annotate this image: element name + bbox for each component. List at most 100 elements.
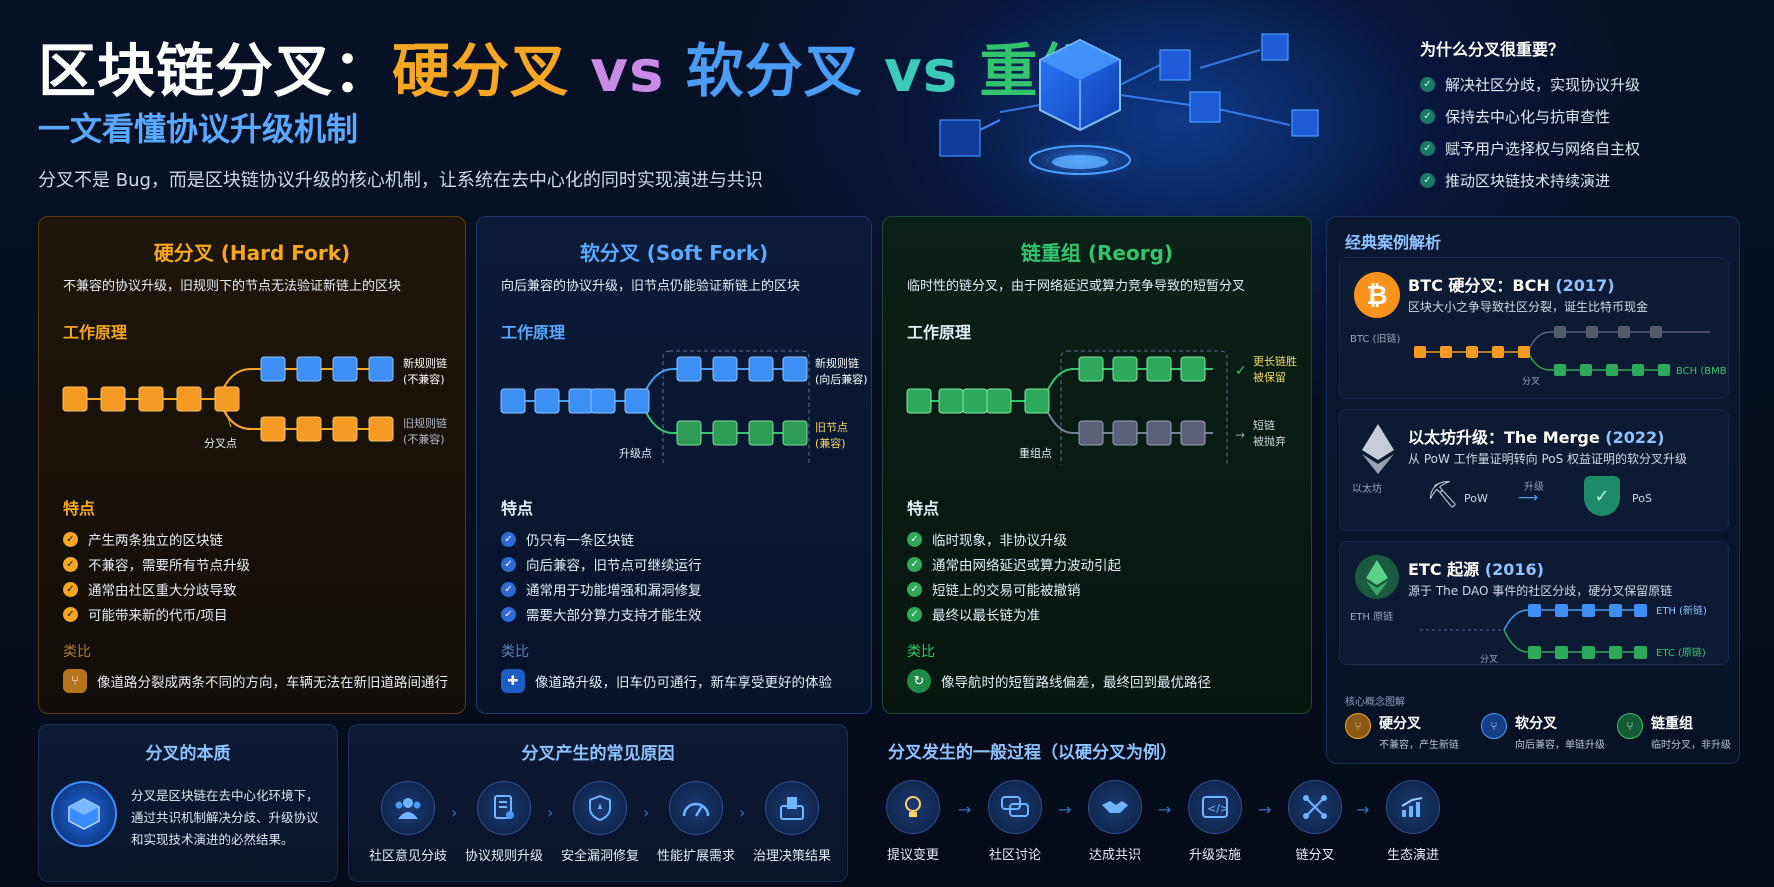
hard-fork-diagram: 分叉点 新规则链 (不兼容) 旧规则链 (不兼容) bbox=[62, 356, 447, 450]
cause-label: 性能扩展需求 bbox=[656, 849, 735, 864]
process-step: 提议变更 bbox=[868, 780, 958, 863]
soft-old-node-note: (兼容) bbox=[815, 436, 846, 450]
arrow-right-icon: › bbox=[739, 803, 746, 822]
arrow-right-icon: → bbox=[958, 800, 972, 819]
hard-feature-item: ✓通常由社区重大分歧导致 bbox=[63, 579, 237, 599]
bitcoin-icon: ₿ bbox=[1354, 272, 1400, 318]
fork-icon: ⑂ bbox=[1617, 713, 1643, 739]
hard-fork-card: 硬分叉 (Hard Fork) 不兼容的协议升级，旧规则下的节点无法验证新链上的… bbox=[38, 216, 466, 714]
eth-label: 以太坊 bbox=[1352, 484, 1382, 495]
process-step: 达成共识 bbox=[1070, 780, 1160, 863]
check-icon: ✓ bbox=[501, 556, 516, 572]
process-label: 升级实施 bbox=[1188, 848, 1241, 863]
hard-feature-item: ✓不兼容，需要所有节点升级 bbox=[63, 554, 250, 574]
chat-icon bbox=[988, 780, 1042, 834]
feature-text: 仍只有一条区块链 bbox=[526, 533, 634, 549]
check-icon: ✓ bbox=[907, 581, 922, 597]
reorg-short-chain-label: 短链 bbox=[1253, 418, 1275, 432]
hero-small-cube-icon bbox=[939, 119, 1000, 157]
cube-icon bbox=[51, 781, 117, 847]
legend-desc: 不兼容，产生新链 bbox=[1379, 740, 1459, 751]
causes-title: 分叉产生的常见原因 bbox=[521, 744, 675, 764]
arrow-right-icon: → bbox=[1158, 800, 1172, 819]
arrow-right-icon: › bbox=[451, 803, 458, 822]
cause-item: 治理决策结果 bbox=[747, 781, 837, 864]
shield-icon bbox=[573, 781, 627, 835]
feature-text: 短链上的交易可能被撤销 bbox=[932, 583, 1081, 599]
case-year: (2017) bbox=[1555, 276, 1615, 295]
legend-title: 核心概念图解 bbox=[1345, 697, 1405, 708]
reorg-diagram: ✓ → 重组点 更长链胜 被保留 短链 被抛弃 bbox=[906, 350, 1297, 465]
case-title-text: BTC 硬分叉：BCH bbox=[1408, 276, 1550, 295]
arrow-right-icon: → bbox=[1058, 800, 1072, 819]
etc-old-label: ETH 原链 bbox=[1350, 612, 1394, 623]
check-icon: ✓ bbox=[907, 606, 922, 622]
hard-old-chain-note: (不兼容) bbox=[403, 432, 445, 446]
check-icon: ✓ bbox=[907, 531, 922, 547]
reorg-analogy: ↻像导航时的短暂路线偏差，最终回到最优路径 bbox=[907, 669, 1211, 693]
process-step: 链分叉 bbox=[1270, 780, 1360, 863]
why-item-text: 解决社区分歧，实现协议升级 bbox=[1445, 76, 1641, 94]
hard-feature-item: ✓产生两条独立的区块链 bbox=[63, 529, 223, 549]
btc-fork-label: 分叉 bbox=[1522, 376, 1540, 387]
title-soft-fork: 软分叉 bbox=[685, 37, 863, 105]
ballot-box-icon bbox=[765, 781, 819, 835]
feature-text: 临时现象，非协议升级 bbox=[932, 533, 1067, 549]
case-title-text: 以太坊升级：The Merge bbox=[1408, 428, 1600, 447]
hard-new-chain-label: 新规则链 bbox=[403, 356, 447, 370]
feature-text: 可能带来新的代币/项目 bbox=[88, 608, 228, 624]
eth-new-chain-label: ETH (新链) bbox=[1656, 604, 1707, 617]
case-btc-title: BTC 硬分叉：BCH (2017) bbox=[1408, 272, 1615, 296]
hard-principle-heading: 工作原理 bbox=[63, 323, 128, 342]
process-step: 社区讨论 bbox=[970, 780, 1060, 863]
fork-icon: ⑂ bbox=[1345, 713, 1371, 739]
why-item-text: 保持去中心化与抗审查性 bbox=[1445, 108, 1611, 126]
pickaxe-icon: ⛏ bbox=[1426, 480, 1460, 510]
title-vs: vs bbox=[590, 37, 665, 105]
title-vs: vs bbox=[884, 37, 959, 105]
legend-name: 链重组 bbox=[1651, 716, 1693, 732]
case-eth-desc: 从 PoW 工作量证明转向 PoS 权益证明的软分叉升级 bbox=[1408, 452, 1688, 466]
case-title-text: ETC 起源 bbox=[1408, 560, 1480, 579]
soft-new-chain-note: (向后兼容) bbox=[815, 372, 868, 386]
feature-text: 通常由社区重大分歧导致 bbox=[88, 583, 237, 599]
check-icon: ✓ bbox=[501, 581, 516, 597]
document-icon bbox=[477, 781, 531, 835]
reorg-description: 临时性的链分叉，由于网络延迟或算力竞争导致的短暂分叉 bbox=[907, 279, 1246, 294]
btc-new-chain-label: BCH (BMB) bbox=[1676, 366, 1726, 377]
cases-panel: 经典案例解析 ₿ BTC 硬分叉：BCH (2017) 区块大小之争导致社区分裂… bbox=[1326, 216, 1740, 764]
arrow-right-icon: ⟶ bbox=[1518, 490, 1539, 506]
cause-label: 安全漏洞修复 bbox=[560, 849, 639, 864]
cause-label: 协议规则升级 bbox=[464, 849, 543, 864]
check-icon: ✓ bbox=[501, 531, 516, 547]
analogy-text: 像导航时的短暂路线偏差，最终回到最优路径 bbox=[941, 675, 1211, 691]
legend-name: 硬分叉 bbox=[1379, 716, 1421, 732]
growth-chart-icon bbox=[1386, 780, 1440, 834]
hard-fork-title: 硬分叉 (Hard Fork) bbox=[153, 241, 351, 265]
soft-feature-item: ✓ 通常用于功能增强和漏洞修复 bbox=[501, 579, 702, 599]
hero-blockchain-graphic bbox=[1000, 33, 1319, 184]
process-label: 生态演进 bbox=[1386, 848, 1439, 863]
soft-feature-item: ✓ 仍只有一条区块链 bbox=[501, 529, 634, 549]
legend-name: 软分叉 bbox=[1515, 716, 1557, 732]
check-icon: ✓ bbox=[1420, 141, 1435, 156]
network-fork-icon bbox=[1288, 780, 1342, 834]
reorg-feature-item: ✓通常由网络延迟或算力波动引起 bbox=[907, 554, 1121, 574]
feature-text: 通常用于功能增强和漏洞修复 bbox=[526, 583, 702, 599]
fork-road-icon: ⑂ bbox=[63, 669, 87, 693]
hard-new-chain-note: (不兼容) bbox=[403, 372, 445, 386]
why-title: 为什么分叉很重要？ bbox=[1420, 40, 1565, 59]
why-item-text: 赋予用户选择权与网络自主权 bbox=[1445, 140, 1641, 158]
case-btc-old-label: BTC (旧链) bbox=[1350, 334, 1401, 345]
check-icon: ✓ bbox=[63, 606, 78, 622]
reorg-point-label: 重组点 bbox=[1019, 446, 1052, 460]
reorg-longer-chain-label: 更长链胜 bbox=[1253, 354, 1297, 368]
process-label: 达成共识 bbox=[1088, 848, 1141, 863]
why-item: ✓解决社区分歧，实现协议升级 bbox=[1420, 74, 1740, 95]
check-icon: ✓ bbox=[1420, 109, 1435, 124]
why-item-text: 推动区块链技术持续演进 bbox=[1445, 172, 1611, 190]
reorg-short-chain-note: 被抛弃 bbox=[1253, 434, 1286, 448]
case-etc-title: ETC 起源 (2016) bbox=[1408, 556, 1544, 580]
svg-text:</>: </> bbox=[1207, 802, 1228, 815]
feature-text: 通常由网络延迟或算力波动引起 bbox=[932, 558, 1121, 574]
